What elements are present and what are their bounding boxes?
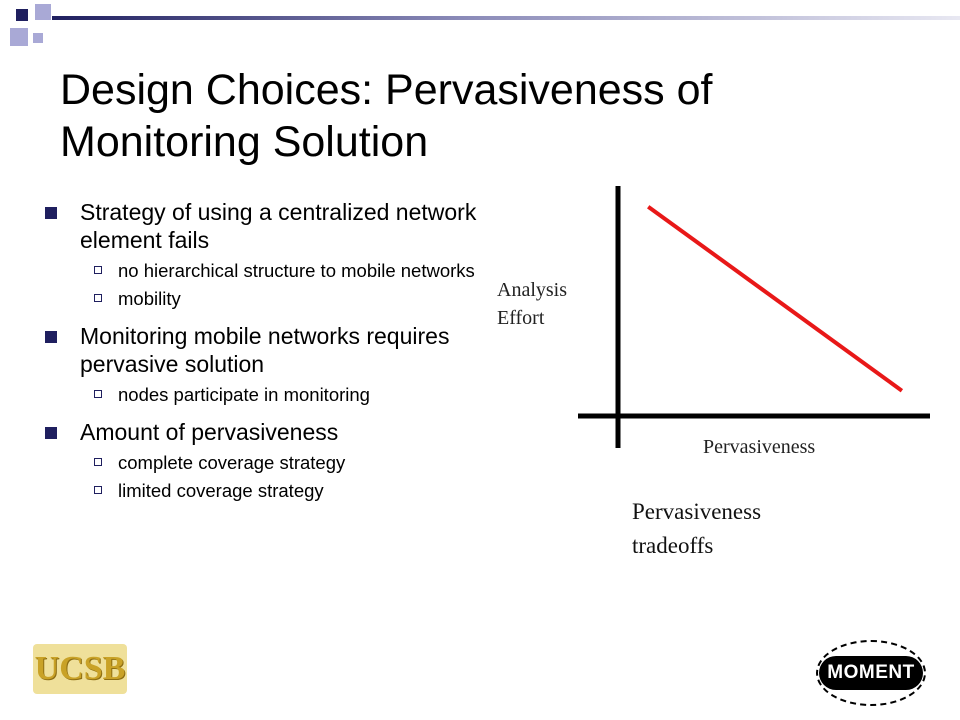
sub-bullet-hollow-square-icon xyxy=(94,486,102,494)
sub-bullet-text: no hierarchical structure to mobile netw… xyxy=(118,260,475,281)
bullet-text: Amount of pervasiveness xyxy=(80,419,339,445)
sub-bullet-text: complete coverage strategy xyxy=(118,452,346,473)
y-axis-label: Analysis Effort xyxy=(497,276,567,332)
moment-logo-ring xyxy=(816,640,926,706)
ucsb-logo: UCSB xyxy=(33,644,127,694)
bullet-text: Strategy of using a centralized network … xyxy=(80,199,477,253)
sub-bullet-hollow-square-icon xyxy=(94,390,102,398)
sub-bullet-text: limited coverage strategy xyxy=(118,480,324,501)
decor-square-dark xyxy=(16,9,28,21)
sub-bullet-item: no hierarchical structure to mobile netw… xyxy=(44,260,484,282)
bullet-square-icon xyxy=(45,427,57,439)
sub-bullet-hollow-square-icon xyxy=(94,458,102,466)
decor-square-light xyxy=(35,4,51,20)
slide-title: Design Choices: Pervasiveness of Monitor… xyxy=(60,66,713,166)
sub-bullet-hollow-square-icon xyxy=(94,294,102,302)
y-axis-label-line: Effort xyxy=(497,307,545,329)
sub-bullet-item: mobility xyxy=(44,288,484,310)
series-layer xyxy=(647,205,904,393)
tradeoff-line xyxy=(647,205,904,393)
decor-square-light xyxy=(33,33,43,43)
sub-bullet-item: limited coverage strategy xyxy=(44,480,484,502)
y-axis-label-line: Analysis xyxy=(497,279,567,301)
ucsb-logo-text: UCSB xyxy=(34,650,126,687)
bullet-item: Amount of pervasiveness xyxy=(44,418,484,446)
sub-bullet-hollow-square-icon xyxy=(94,266,102,274)
bullet-list: Strategy of using a centralized network … xyxy=(44,192,484,502)
chart-caption-line: Pervasiveness xyxy=(632,499,762,524)
sub-bullet-text: mobility xyxy=(118,288,181,309)
bullet-square-icon xyxy=(45,331,57,343)
bullet-square-icon xyxy=(45,207,57,219)
tradeoff-chart xyxy=(578,186,930,448)
sub-bullet-text: nodes participate in monitoring xyxy=(118,384,370,405)
sub-bullet-item: complete coverage strategy xyxy=(44,452,484,474)
moment-logo: MOMENT xyxy=(816,640,926,706)
chart-caption-line: tradeoffs xyxy=(632,533,714,558)
bullet-text: Monitoring mobile networks requires perv… xyxy=(80,323,450,377)
header-gradient-bar xyxy=(52,16,960,20)
chart-caption: Pervasiveness tradeoffs xyxy=(632,495,761,563)
x-axis-label: Pervasiveness xyxy=(703,436,816,458)
bullet-item: Strategy of using a centralized network … xyxy=(44,198,484,254)
sub-bullet-item: nodes participate in monitoring xyxy=(44,384,484,406)
decor-square-light xyxy=(10,28,28,46)
bullet-item: Monitoring mobile networks requires perv… xyxy=(44,322,484,378)
